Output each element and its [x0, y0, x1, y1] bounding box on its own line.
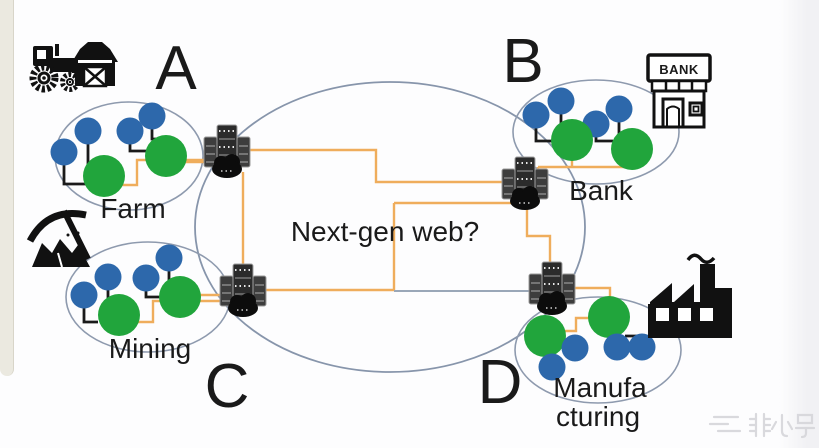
device-node-blue — [74, 117, 102, 145]
cluster-label-manufacturing-line1: Manufa — [553, 372, 647, 403]
background-right-band — [807, 0, 819, 448]
feixiaohao-watermark — [708, 412, 816, 439]
cluster-label-manufacturing-line2: cturing — [556, 401, 640, 432]
device-node-blue — [94, 263, 122, 291]
page-edge-strip — [0, 0, 14, 376]
bank-sign-text: BANK — [659, 62, 699, 77]
device-node-blue — [522, 101, 550, 129]
device-node-blue — [138, 102, 166, 130]
cluster-letter-manufacturing: D — [478, 348, 523, 417]
device-node-green — [98, 294, 140, 336]
link-bank-to-manufacturing — [525, 205, 552, 268]
cluster-letter-bank: B — [502, 27, 543, 96]
device-node-blue — [603, 333, 631, 361]
device-node-blue — [605, 95, 633, 123]
device-node-blue — [155, 244, 183, 272]
server-cloud-icon — [528, 261, 576, 316]
central-question-label: Next-gen web? — [291, 216, 479, 247]
device-node-blue — [116, 117, 144, 145]
pickaxe-icon — [26, 209, 91, 268]
device-node-blue — [132, 264, 160, 292]
barn-icon — [72, 42, 118, 88]
device-node-green — [145, 135, 187, 177]
device-node-blue — [547, 87, 575, 115]
factory-icon — [648, 253, 732, 338]
device-node-blue — [50, 138, 78, 166]
bank-building-icon: BANK — [646, 53, 712, 129]
device-node-green — [524, 315, 566, 357]
server-cloud-icon — [219, 263, 267, 318]
device-node-green — [611, 128, 653, 170]
feixiaohao-logo-icon — [708, 415, 742, 433]
device-node-green — [551, 119, 593, 161]
device-node-blue — [70, 281, 98, 309]
device-node-blue — [538, 353, 566, 381]
device-node-blue — [561, 334, 589, 362]
device-node-green — [83, 155, 125, 197]
device-node-green — [588, 296, 630, 338]
cluster-letter-farm: A — [155, 34, 197, 103]
background-right-fade — [779, 0, 807, 448]
link-farm-to-bank — [244, 148, 509, 184]
cluster-letter-mining: C — [205, 352, 250, 421]
tractor-icon — [29, 44, 80, 93]
cluster-boundary-manufacturing — [514, 296, 682, 404]
cluster-label-farm: Farm — [100, 193, 165, 224]
central-network-boundary — [194, 81, 586, 373]
cluster-label-bank: Bank — [569, 175, 634, 206]
cluster-boundary-bank — [512, 79, 680, 185]
device-node-blue — [628, 333, 656, 361]
device-node-green — [159, 276, 201, 318]
cluster-label-mining: Mining — [109, 333, 191, 364]
